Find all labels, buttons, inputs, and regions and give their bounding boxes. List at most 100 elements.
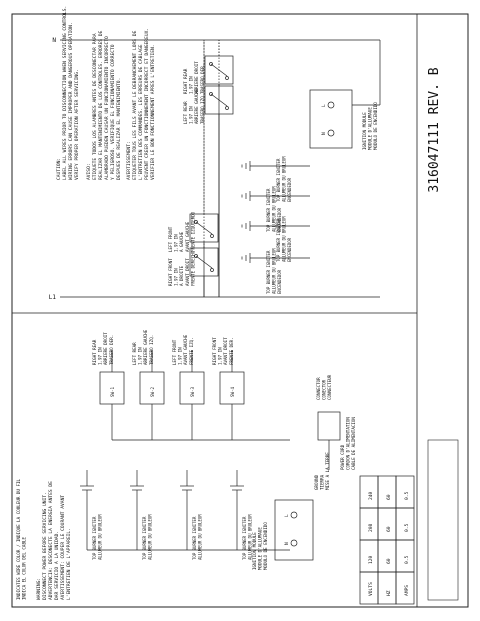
igniter-label-line: ALLUMEUR DU BRULEUR (147, 514, 152, 560)
valve-label-line: TRASERO IZQ. (149, 335, 154, 365)
igniter-label-line: ALLUMEUR DU BRULEUR (247, 514, 252, 560)
top-switch-label-line: LEFT REAR (183, 101, 188, 124)
igniter-label-line: TOP BURNER IGNITER (242, 516, 247, 560)
power-cord-label-line: CABLE DE ALIMENTACION (351, 417, 356, 470)
avertissement-note: AVERTISSEMENT:ETIQUETER TOUS LES FILS AV… (126, 28, 156, 180)
top-burner-label-line: ALLUMEUR DU BRULEUR (271, 248, 276, 294)
aviso-note-line: ALAMBRADO PUEDEN CAUSAR UN FUNCIONAMIENT… (104, 36, 110, 180)
spec-cell (377, 475, 397, 509)
switch-terminal (225, 106, 229, 110)
top-switch-label-line: LEFT FRONT (168, 226, 173, 252)
igniter-label-line: ALLUMEUR DU BRULEUR (97, 514, 102, 560)
valve-label-line: FRENTE IZQ. (189, 337, 194, 365)
switch-terminal (209, 92, 213, 96)
switch-terminal (194, 220, 198, 224)
top-switch-label-line: TRASERO IZQ. (200, 94, 205, 124)
caution-note-line: LABEL ALL WIRES PRIOR TO DISCONNECTION W… (62, 6, 68, 180)
switch-terminal (194, 254, 198, 258)
valve-code: SW-1 (110, 386, 115, 397)
top-switch-label-line: 1.97 IN (174, 268, 179, 286)
spec-cell (395, 475, 415, 509)
top-switch-label-line: AVANT DROIT (185, 258, 190, 286)
top-module-label-line: MODULO DE ENCENDIDO (373, 102, 378, 150)
top-ignition-module (309, 89, 353, 149)
module-terminal (327, 129, 335, 137)
aviso-note-line: ETIQUETE TODOS LOS ALAMBRES ANTES DE DES… (92, 33, 98, 180)
module-terminal-label: L (284, 514, 290, 517)
valve-label-line: RIGHT REAR (92, 339, 97, 365)
connector-label-line: CONNECTOR (316, 377, 321, 400)
aviso-note-line: AVISO: (86, 163, 92, 180)
top-burner-label-line: TOP BURNER IGNITER (266, 250, 271, 294)
top-burner-label-line: ENCENDEDOR (287, 177, 292, 202)
valve-label-line: 1.97 IN (218, 347, 223, 365)
warning-note-line: DISCONNECT POWER BEFORE SERVICING UNIT. (42, 492, 48, 600)
avertissement-note-line: PEUVENT CREER UN FONCTIONNEMENT INCORREC… (144, 28, 150, 180)
top-burner-label-line: ENCENDEDOR (287, 237, 292, 262)
top-module-label-line: MODULE D'ALLUMAGE (368, 107, 373, 150)
bottom-module-label-line: MODULO DE ENCENDIDO (263, 522, 268, 570)
spec-cell-text: 208 (368, 523, 374, 532)
valve-label-line: ARRIERE DROIT (103, 332, 108, 365)
wire-color-note-line: INDICA EL COLOR DEL CABLE (22, 536, 27, 600)
spec-cell-text: HZ (386, 590, 392, 596)
ground-label-line: MISE A LA TERRE (325, 452, 330, 490)
warning-note-line: WARNING: (36, 578, 42, 600)
valve-label-line: TRASERO DER. (109, 335, 114, 365)
spec-cell-text: 0.5 (404, 523, 410, 532)
module-terminal-label: N (284, 542, 290, 545)
top-burner-label-line: ALLUMEUR DU BRULEUR (281, 216, 286, 262)
bottom-ignition-module (274, 499, 314, 561)
spec-cell-text: AMPS (404, 585, 410, 596)
l1-label: L1 (49, 294, 57, 301)
top-switch-label-line: ARRIERE GAUCHE (194, 88, 199, 124)
wire-color-note-line: INDICATES WIRE COLOR / INDIQUE LA COULEU… (16, 479, 21, 600)
module-terminal-label: L (321, 104, 327, 107)
title-box (427, 439, 459, 601)
bottom-module-label-line: MODULE D'ALLUMAGE (258, 527, 263, 570)
spec-cell-text: 240 (368, 491, 374, 500)
caution-note-line: CAUTION: (56, 158, 62, 180)
switch-contact (210, 63, 228, 77)
igniter-label-line: TOP BURNER IGNITER (92, 516, 97, 560)
top-panel: CAUTION:LABEL ALL WIRES PRIOR TO DISCONN… (49, 6, 381, 301)
warning-note-line: AVERTISSEMENT: COUPER LE COURANT AVANT (60, 495, 66, 600)
module-terminal-label: N (321, 132, 327, 135)
part-number: 316047111 REV. B (427, 67, 442, 192)
switch-terminal (225, 76, 229, 80)
valve-label-line: FRENTE DER. (229, 337, 234, 365)
top-switch-label-line: A GAUCHE (179, 231, 184, 252)
valve-label-line: 1.97 IN (178, 347, 183, 365)
switch-terminal (209, 62, 213, 66)
spec-cell (377, 539, 397, 573)
top-switch-label-line: 1.97 IN (174, 234, 179, 252)
avertissement-note-line: L'ENTRETIEN DES COMMANDES. LES ERREURS D… (138, 44, 144, 180)
igniter-label-line: TOP BURNER IGNITER (192, 516, 197, 560)
valve-label-line: AVANT DROIT (223, 337, 228, 365)
caution-note-line: VERIFY PROPER OPERATION AFTER SERVICING. (74, 69, 80, 180)
aviso-note-line: Y PELIGROSO. VERIFIQUE EL FUNCIONAMIENTO… (110, 44, 116, 180)
valve-label-line: LEFT FRONT (172, 339, 177, 365)
top-switch-label-line: RIGHT FRONT (168, 258, 173, 286)
aviso-note: AVISO:ETIQUETE TODOS LOS ALAMBRES ANTES … (86, 30, 122, 180)
switch-terminal (210, 268, 214, 272)
aviso-note-line: REALIZAR EL MANTENIMIENTO DE LOS CONTROL… (98, 30, 104, 180)
top-module-label-line: IGNITION MODULE (362, 112, 367, 150)
connector-label-line: CONNECTEUR (327, 374, 332, 400)
